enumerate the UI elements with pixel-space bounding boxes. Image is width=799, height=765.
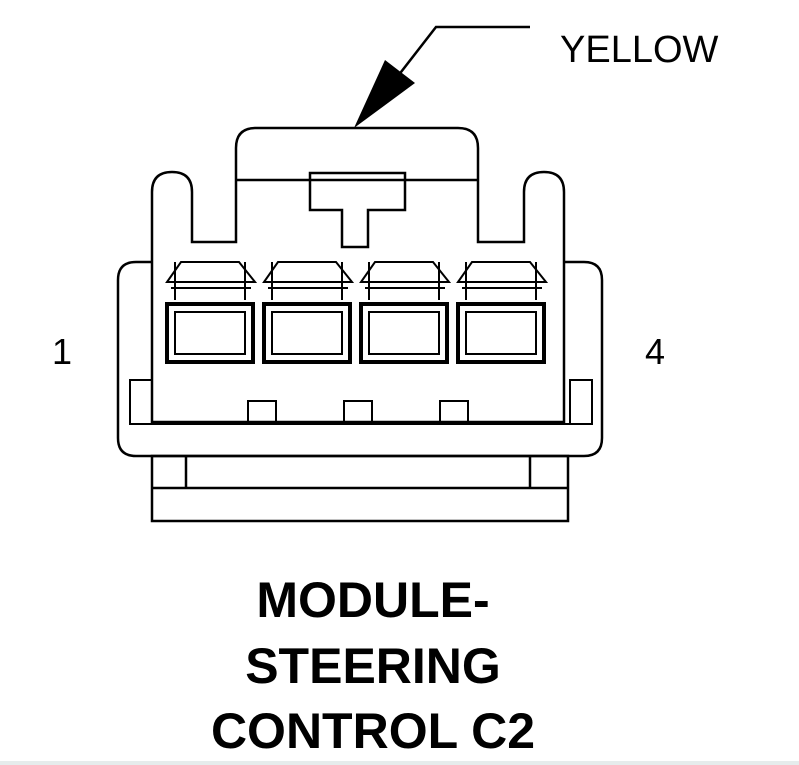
right-shoulder <box>476 170 566 262</box>
cavity-4 <box>456 261 549 364</box>
wire-color-label: YELLOW <box>560 29 719 71</box>
left-lock-rib <box>129 379 153 425</box>
terminal-cavities <box>165 261 549 364</box>
callout-arrowhead <box>354 60 415 128</box>
front-face <box>150 260 566 424</box>
bottom-key-2 <box>343 400 373 423</box>
diagram-title: MODULE- STEERING CONTROL C2 <box>211 572 535 759</box>
connector-body <box>116 126 604 523</box>
bottom-rule <box>0 761 799 765</box>
pin-number-last: 4 <box>645 331 665 372</box>
bottom-key-3 <box>439 400 469 423</box>
cavity-1 <box>165 261 258 364</box>
bottom-key-1 <box>247 400 277 423</box>
right-lock-rib <box>569 379 593 425</box>
pin-number-first: 1 <box>52 331 72 372</box>
latch-housing <box>234 126 480 180</box>
callout-leader <box>354 25 530 128</box>
cavity-2 <box>262 261 355 364</box>
title-line-2: STEERING <box>245 638 501 694</box>
left-shoulder <box>150 170 238 260</box>
title-line-1: MODULE- <box>256 572 489 628</box>
cavity-3 <box>359 261 452 364</box>
latch-tab <box>308 171 407 249</box>
title-line-3: CONTROL C2 <box>211 703 535 759</box>
